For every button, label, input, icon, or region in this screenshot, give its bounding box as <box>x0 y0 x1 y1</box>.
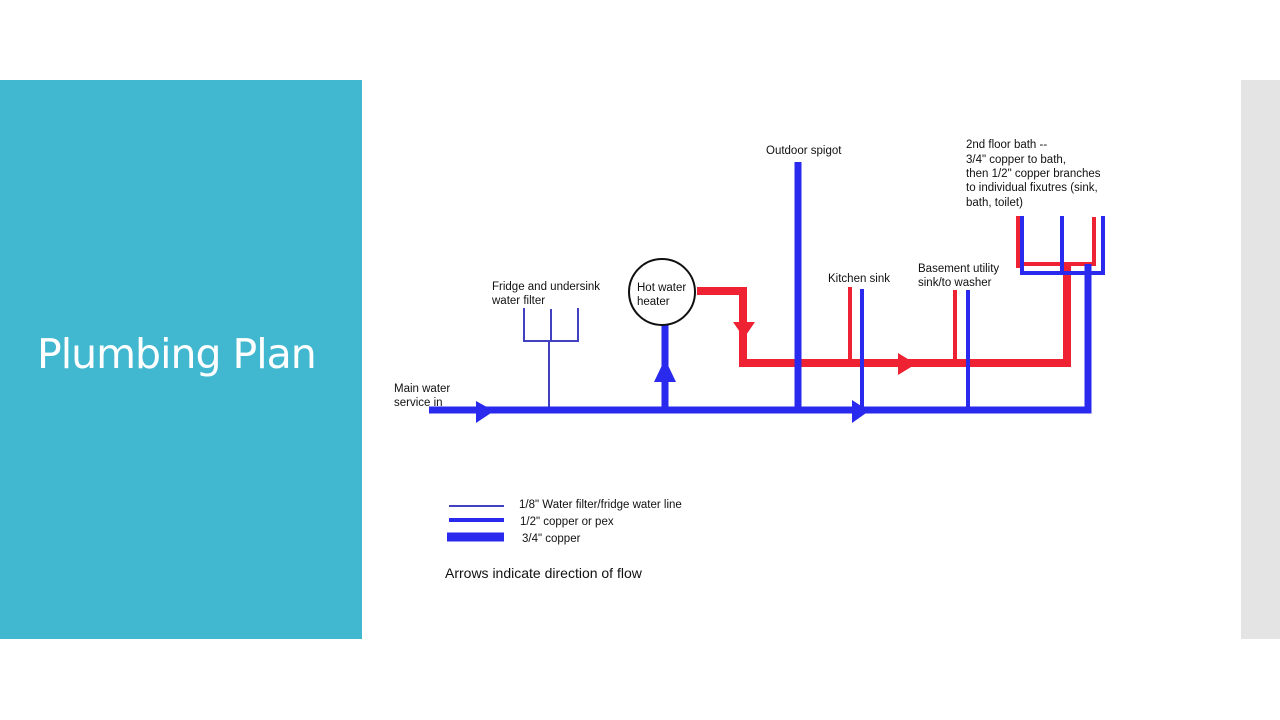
fridge-label: Fridge and undersink water filter <box>491 281 603 307</box>
spigot-label: Outdoor spigot <box>766 145 842 157</box>
title-panel <box>0 80 362 639</box>
plumbing-diagram: Hot water heater Main water service in F… <box>394 139 1105 581</box>
water-heater-tank <box>628 258 696 326</box>
right-side-strip <box>1241 80 1280 639</box>
bath-label: 2nd floor bath -- 3/4" copper to bath, t… <box>966 139 1104 209</box>
legend-label-3-4: 3/4" copper <box>522 533 581 545</box>
main-water-label: Main water service in <box>394 383 453 409</box>
flow-note: Arrows indicate direction of flow <box>445 565 643 581</box>
hot-flow-arrow-down <box>733 322 755 338</box>
hot-flow-arrow-right <box>898 353 916 375</box>
cold-water-branches <box>860 216 1105 410</box>
slide-title: Plumbing Plan <box>37 330 317 378</box>
heater-label: Hot water heater <box>637 282 689 308</box>
cold-flow-arrow-main <box>852 400 869 423</box>
hot-water-line <box>697 216 1096 367</box>
basement-label: Basement utility sink/to washer <box>918 263 1002 289</box>
cold-flow-arrow-heater <box>654 359 676 382</box>
kitchen-sink-label: Kitchen sink <box>828 273 890 285</box>
legend-label-1-8: 1/8" Water filter/fridge water line <box>519 499 682 511</box>
cold-flow-arrow-inlet <box>476 401 494 423</box>
legend-label-1-2: 1/2" copper or pex <box>520 516 614 528</box>
legend: 1/8" Water filter/fridge water line 1/2"… <box>447 499 682 545</box>
fridge-filter-branch <box>523 308 579 409</box>
